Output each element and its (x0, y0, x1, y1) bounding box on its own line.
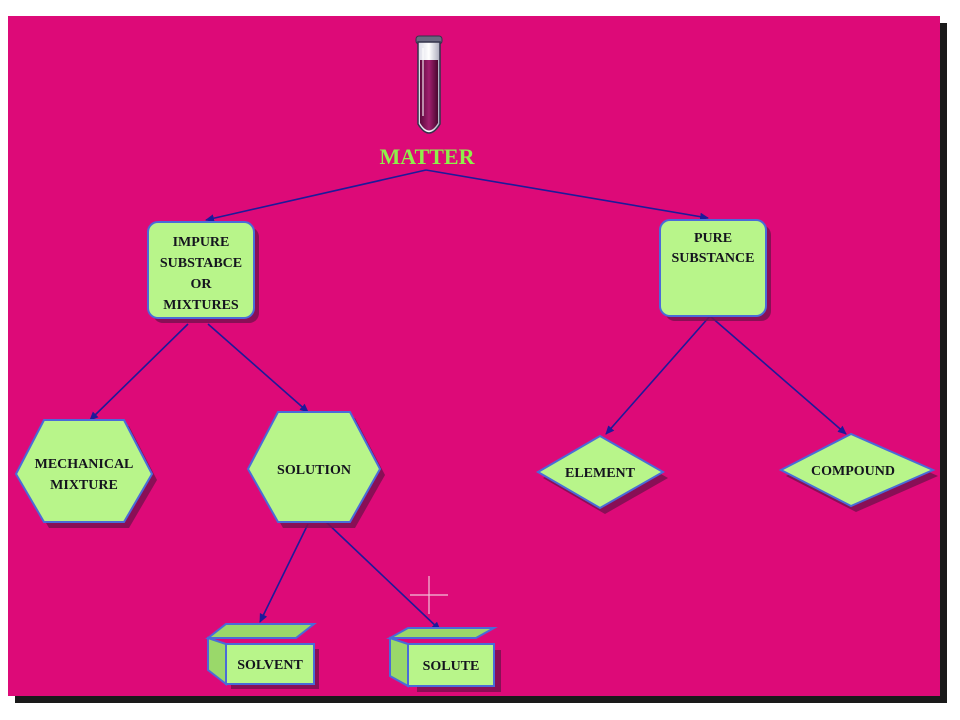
slide-canvas: MATTER IMPURE SUBSTABCE OR MIXTURES PURE… (8, 16, 940, 696)
edge-matter-impure (205, 169, 427, 223)
node-label-line: MECHANICAL (35, 457, 134, 472)
edge-matter-pure (425, 169, 709, 221)
edge-solution-solvent (259, 523, 309, 623)
node-label-line: SUBSTANCE (672, 251, 755, 266)
node-label-line: SUBSTABCE (160, 256, 242, 271)
node-solvent: SOLVENT (205, 623, 319, 689)
node-solute: SOLUTE (386, 627, 501, 692)
crosshair-cursor-icon (410, 576, 448, 614)
node-label-line: MIXTURE (50, 478, 118, 493)
node-label-line: OR (191, 277, 213, 292)
node-label: SOLVENT (237, 658, 303, 673)
node-label: SOLUTE (423, 659, 480, 674)
test-tube-icon (415, 35, 443, 134)
edge-solution-solute (323, 519, 441, 631)
node-label-line: PURE (694, 231, 732, 246)
node-compound: COMPOUND (778, 432, 938, 512)
node-label-line: MIXTURES (163, 298, 239, 313)
node-pure-substance: PURE SUBSTANCE (659, 219, 771, 321)
diagram-title: MATTER (380, 144, 476, 169)
edge-impure-mechanical (89, 323, 189, 421)
node-mechanical-mixture: MECHANICAL MIXTURE (14, 419, 157, 528)
matter-diagram: MATTER IMPURE SUBSTABCE OR MIXTURES PURE… (14, 35, 938, 692)
node-label-line: IMPURE (173, 235, 230, 250)
edge-impure-solution (207, 323, 309, 413)
node-label: COMPOUND (811, 464, 895, 479)
node-solution: SOLUTION (246, 411, 385, 528)
edge-pure-compound (709, 315, 847, 435)
edge-pure-element (605, 315, 711, 435)
node-impure-substance: IMPURE SUBSTABCE OR MIXTURES (147, 221, 259, 323)
edges (89, 169, 847, 631)
node-label: ELEMENT (565, 466, 636, 481)
node-label: SOLUTION (277, 463, 351, 478)
node-element: ELEMENT (536, 434, 668, 514)
